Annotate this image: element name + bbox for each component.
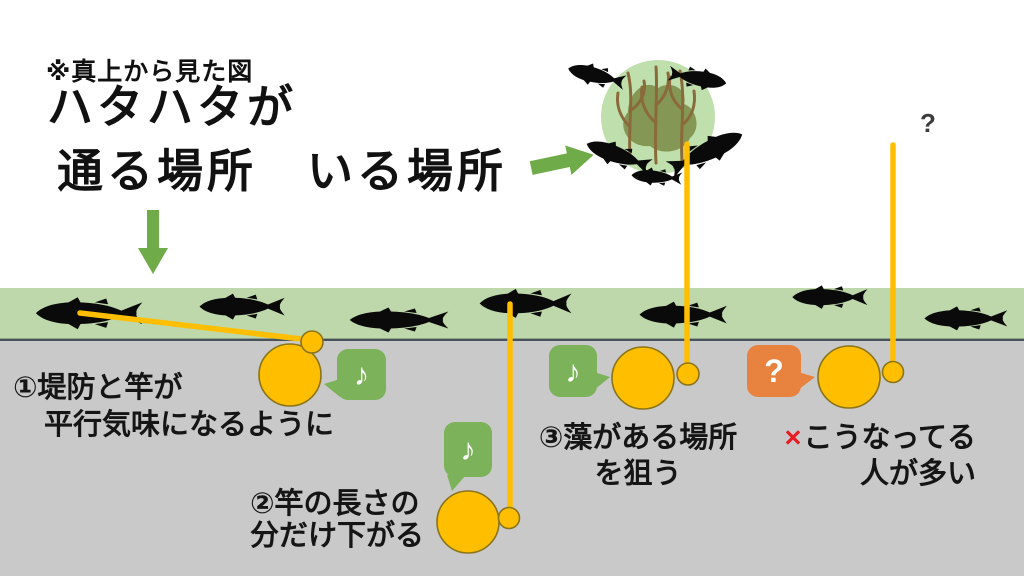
angler-hand-1 [300, 330, 324, 354]
seaweed-icon [616, 65, 696, 165]
music-note-icon: ♪ [565, 353, 581, 389]
view-note: ※真上から見た図 [46, 58, 254, 86]
step3-line1: ③藻がある場所 [538, 422, 738, 454]
right-arrow-icon [529, 145, 594, 175]
down-arrow-icon [138, 210, 168, 274]
angler-body-4 [817, 345, 881, 409]
anglers [258, 330, 905, 554]
page-title-line2: 通る場所 いる場所 [57, 145, 507, 197]
angler-body-3 [611, 346, 675, 410]
cross-mark-icon: × [784, 422, 802, 454]
step2-line1: ②竿の長さの [250, 488, 420, 520]
bubble-tail [594, 372, 610, 390]
angler-hand-3 [676, 362, 700, 386]
music-note-icon: ♪ [353, 357, 370, 392]
step1-line1: ①堤防と竿が [13, 372, 183, 404]
warning-line2: 人が多い [859, 458, 976, 490]
warning-text1: こうなってる [803, 422, 976, 454]
step3-label: ③藻がある場所 を狙う [528, 420, 748, 492]
speech-bubble-good-2: ♪ [444, 422, 492, 491]
angler-body-1 [258, 343, 322, 407]
question-mark-annotation: ? [920, 108, 936, 138]
angler-hand-2 [497, 506, 521, 530]
angler-hand-4 [881, 360, 905, 384]
warning-label: ×こうなってる 人が多い [760, 420, 977, 492]
warning-line1: ×こうなってる [760, 420, 977, 456]
speech-bubble-good-1: ♪ [324, 349, 386, 400]
bubble-tail [324, 379, 340, 397]
step1-label: ①堤防と竿が 平行気味になるように [13, 370, 334, 444]
page-title-line1: ハタハタが [47, 81, 297, 133]
rod-line-1 [77, 310, 313, 343]
question-icon: ? [764, 353, 784, 389]
step2-line2: 分だけ下がる [250, 520, 425, 552]
bubble-tail [447, 475, 466, 491]
rod-lines [77, 141, 896, 519]
angler-body-2 [436, 490, 500, 554]
speech-bubble-question: ? [747, 345, 815, 397]
step1-line2: 平行気味になるように [44, 409, 335, 441]
step2-label: ②竿の長さの 分だけ下がる [250, 488, 424, 552]
music-note-icon: ♪ [460, 432, 476, 467]
algae-spot [565, 57, 749, 188]
speech-bubble-good-3: ♪ [549, 345, 610, 397]
step3-line2: を狙う [594, 458, 682, 490]
bubble-tail [798, 372, 815, 390]
